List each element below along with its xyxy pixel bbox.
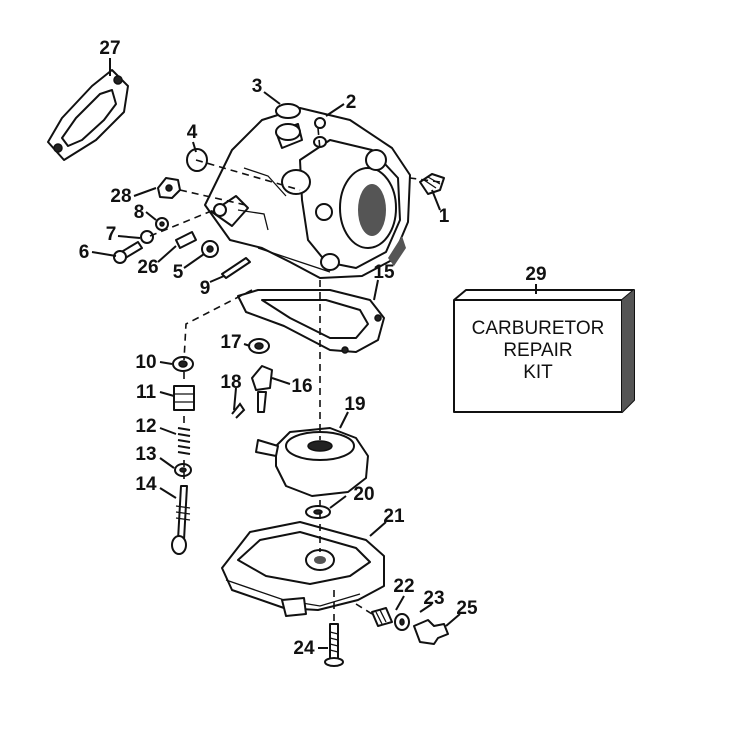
part-21-float-bowl — [221, 521, 385, 617]
callout-3: 3 — [252, 76, 263, 97]
part-20-gasket — [305, 505, 331, 519]
callout-18: 18 — [220, 372, 241, 393]
callout-21: 21 — [383, 506, 405, 527]
callout-11: 11 — [136, 382, 157, 403]
part-17-washer — [248, 338, 270, 354]
callout-7: 7 — [106, 224, 117, 245]
callout-22: 22 — [393, 576, 414, 597]
callout-26: 26 — [137, 257, 158, 278]
part-8-washer — [155, 217, 169, 231]
kit-label-line2: REPAIR — [503, 340, 572, 361]
part-28-nut — [157, 177, 181, 199]
part-1-screw — [419, 173, 445, 195]
part-12-spring — [177, 427, 191, 455]
part-14-needle — [171, 485, 191, 555]
part-23-washer — [394, 613, 410, 631]
kit-label-line1: CARBURETOR — [472, 318, 605, 339]
callout-14: 14 — [135, 474, 157, 495]
part-9-pin — [221, 257, 251, 279]
part-2-ball — [314, 117, 326, 129]
part-13-o-ring — [174, 463, 192, 477]
part-18-clip — [231, 402, 246, 419]
part-15-gasket — [237, 289, 385, 354]
part-26-screw — [175, 231, 197, 249]
part-10-washer — [172, 356, 194, 372]
callout-15: 15 — [373, 262, 395, 283]
part-16-valve — [251, 365, 273, 413]
callout-25: 25 — [456, 598, 478, 619]
part-carburetor-body — [204, 107, 411, 279]
kit-label-line3: KIT — [523, 362, 553, 383]
callout-1: 1 — [439, 206, 450, 227]
callout-4: 4 — [187, 122, 198, 143]
callout-12: 12 — [135, 416, 156, 437]
callout-27: 27 — [99, 38, 120, 59]
callout-10: 10 — [135, 352, 156, 373]
part-5-gear — [201, 240, 219, 258]
callout-29: 29 — [525, 264, 546, 285]
callout-23: 23 — [423, 588, 444, 609]
part-6-screw — [113, 241, 143, 264]
part-7-washer — [140, 230, 154, 244]
callout-9: 9 — [200, 278, 211, 299]
callout-17: 17 — [220, 332, 241, 353]
callout-5: 5 — [173, 262, 184, 283]
part-29-repair-kit: CARBURETOR REPAIR KIT — [453, 289, 635, 413]
callout-leaders — [91, 58, 537, 649]
part-19-float — [255, 427, 369, 497]
callout-20: 20 — [353, 484, 374, 505]
part-27-gasket — [47, 69, 129, 161]
callout-13: 13 — [135, 444, 156, 465]
callout-19: 19 — [344, 394, 365, 415]
part-25-fitting — [413, 619, 449, 645]
callout-2: 2 — [346, 92, 357, 113]
part-22-screw — [371, 607, 393, 627]
part-11-seat — [173, 385, 195, 411]
callout-labels: 27 3 2 4 28 8 7 6 26 5 9 1 15 29 10 11 1… — [79, 38, 547, 659]
part-3-plug — [275, 103, 301, 119]
part-24-screw — [324, 623, 344, 667]
callout-24: 24 — [293, 638, 315, 659]
assembly-lines — [149, 127, 441, 622]
callout-16: 16 — [291, 376, 312, 397]
callout-28: 28 — [110, 186, 131, 207]
callout-6: 6 — [79, 242, 90, 263]
callout-8: 8 — [134, 202, 145, 223]
